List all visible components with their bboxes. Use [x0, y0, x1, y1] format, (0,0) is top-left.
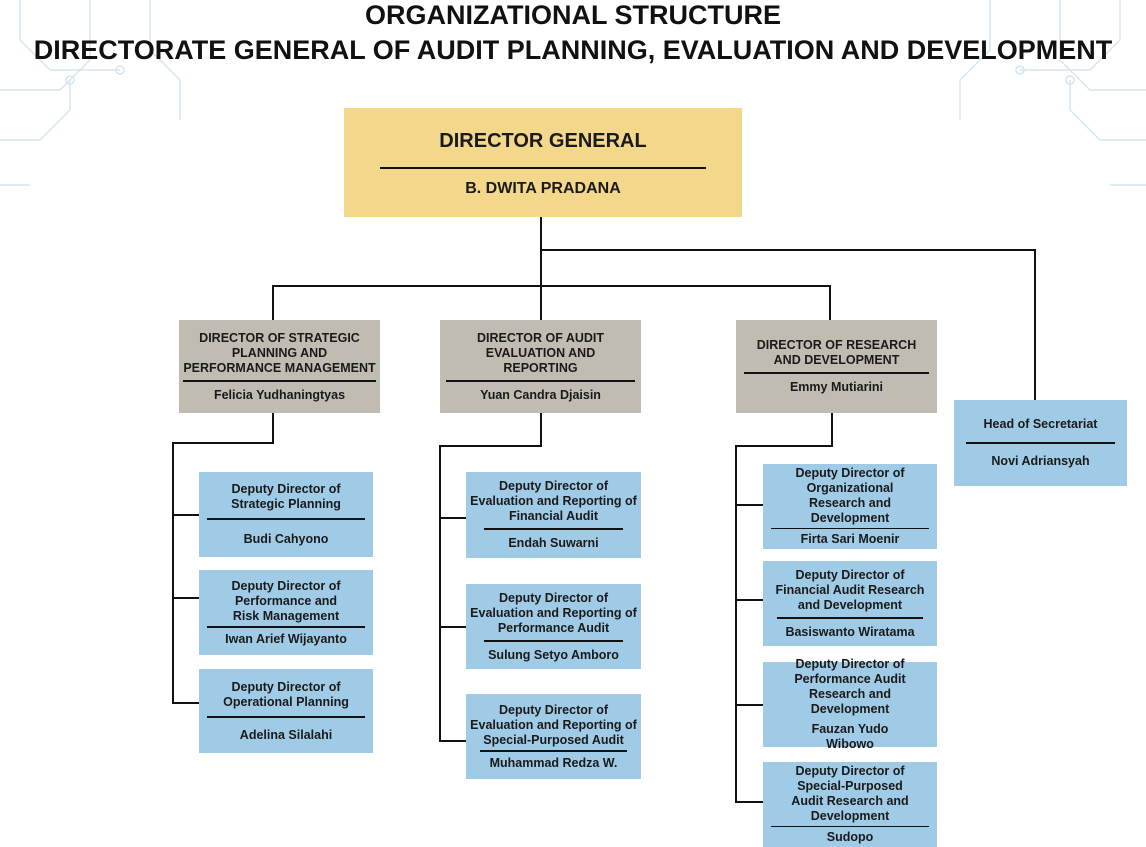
name: Sulung Setyo Amboro: [488, 647, 619, 662]
name: Muhammad Redza W.: [489, 755, 618, 770]
deputy-box: Deputy Director of Financial Audit Resea…: [763, 561, 937, 646]
secretariat-box: Head of Secretariat Novi Adriansyah: [954, 400, 1127, 486]
deputy-box: Deputy Director of Performance Audit Res…: [763, 657, 937, 751]
director-general-box: DIRECTOR GENERAL B. DWITA PRADANA: [344, 108, 742, 217]
divider: [480, 749, 627, 752]
chart-subtitle: DIRECTORATE GENERAL OF AUDIT PLANNING, E…: [33, 35, 1113, 65]
connector-lines: [172, 217, 1036, 803]
name: Adelina Silalahi: [239, 727, 333, 742]
divider: [207, 625, 365, 628]
deputy-box: Deputy Director of Evaluation and Report…: [466, 584, 641, 669]
chart-title: ORGANIZATIONAL STRUCTURE: [365, 0, 781, 30]
deputy-box: Deputy Director of Performance and Risk …: [199, 570, 373, 655]
role: Deputy Director of Evaluation and Report…: [470, 479, 637, 523]
role: DIRECTOR OF RESEARCH AND DEVELOPMENT: [756, 338, 917, 367]
director-box: DIRECTOR OF RESEARCH AND DEVELOPMENT Emm…: [736, 320, 937, 413]
role: Deputy Director of Performance Audit Res…: [794, 657, 906, 716]
name: Endah Suwarni: [508, 536, 599, 550]
name: Budi Cahyono: [243, 532, 329, 546]
divider: [484, 528, 623, 530]
director-box: DIRECTOR OF AUDIT EVALUATION AND REPORTI…: [440, 320, 641, 413]
role: Deputy Director of Financial Audit Resea…: [775, 567, 925, 612]
deputy-box: Deputy Director of Organizational Resear…: [763, 464, 937, 549]
deputy-box: Deputy Director of Operational Planning …: [199, 669, 373, 753]
divider: [446, 379, 635, 382]
role: Deputy Director of Organizational Resear…: [795, 466, 905, 525]
name: Fauzan Yudo Wibowo: [811, 722, 889, 751]
name: Iwan Arief Wijayanto: [225, 631, 347, 646]
name: Firta Sari Moenir: [800, 532, 900, 546]
name: Felicia Yudhaningtyas: [213, 387, 346, 402]
role: DIRECTOR OF AUDIT EVALUATION AND REPORTI…: [476, 330, 605, 375]
director-box: DIRECTOR OF STRATEGIC PLANNING AND PERFO…: [179, 320, 380, 413]
deputy-box: Deputy Director of Evaluation and Report…: [466, 472, 641, 558]
divider: [771, 826, 929, 827]
role: Deputy Director of Strategic Planning: [231, 482, 341, 511]
deputy-box: Deputy Director of Special-Purposed Audi…: [763, 762, 937, 847]
name: Basiswanto Wiratama: [785, 624, 915, 639]
name: Emmy Mutiarini: [789, 380, 884, 394]
role: Head of Secretariat: [983, 417, 1098, 431]
divider: [207, 518, 365, 520]
role: Deputy Director of Performance and Risk …: [231, 578, 341, 623]
divider: [744, 372, 929, 374]
divider: [484, 639, 623, 642]
role: Deputy Director of Evaluation and Report…: [470, 590, 637, 635]
divider: [771, 528, 929, 529]
role: Deputy Director of Special-Purposed Audi…: [791, 764, 909, 823]
divider: [777, 616, 923, 619]
deputy-box: Deputy Director of Strategic Planning Bu…: [199, 472, 373, 557]
role: Deputy Director of Operational Planning: [223, 679, 349, 709]
deputy-box: Deputy Director of Evaluation and Report…: [466, 694, 641, 779]
name: Sudopo: [826, 830, 874, 844]
divider: [183, 379, 376, 382]
role: Deputy Director of Evaluation and Report…: [470, 702, 637, 747]
divider: [380, 167, 706, 169]
name: B. DWITA PRADANA: [465, 180, 621, 197]
role: DIRECTOR OF STRATEGIC PLANNING AND PERFO…: [183, 330, 376, 375]
role: DIRECTOR GENERAL: [439, 130, 647, 152]
divider: [966, 442, 1115, 444]
divider: [207, 715, 365, 718]
name: Yuan Candra Djaisin: [480, 387, 601, 402]
name: Novi Adriansyah: [991, 454, 1090, 468]
